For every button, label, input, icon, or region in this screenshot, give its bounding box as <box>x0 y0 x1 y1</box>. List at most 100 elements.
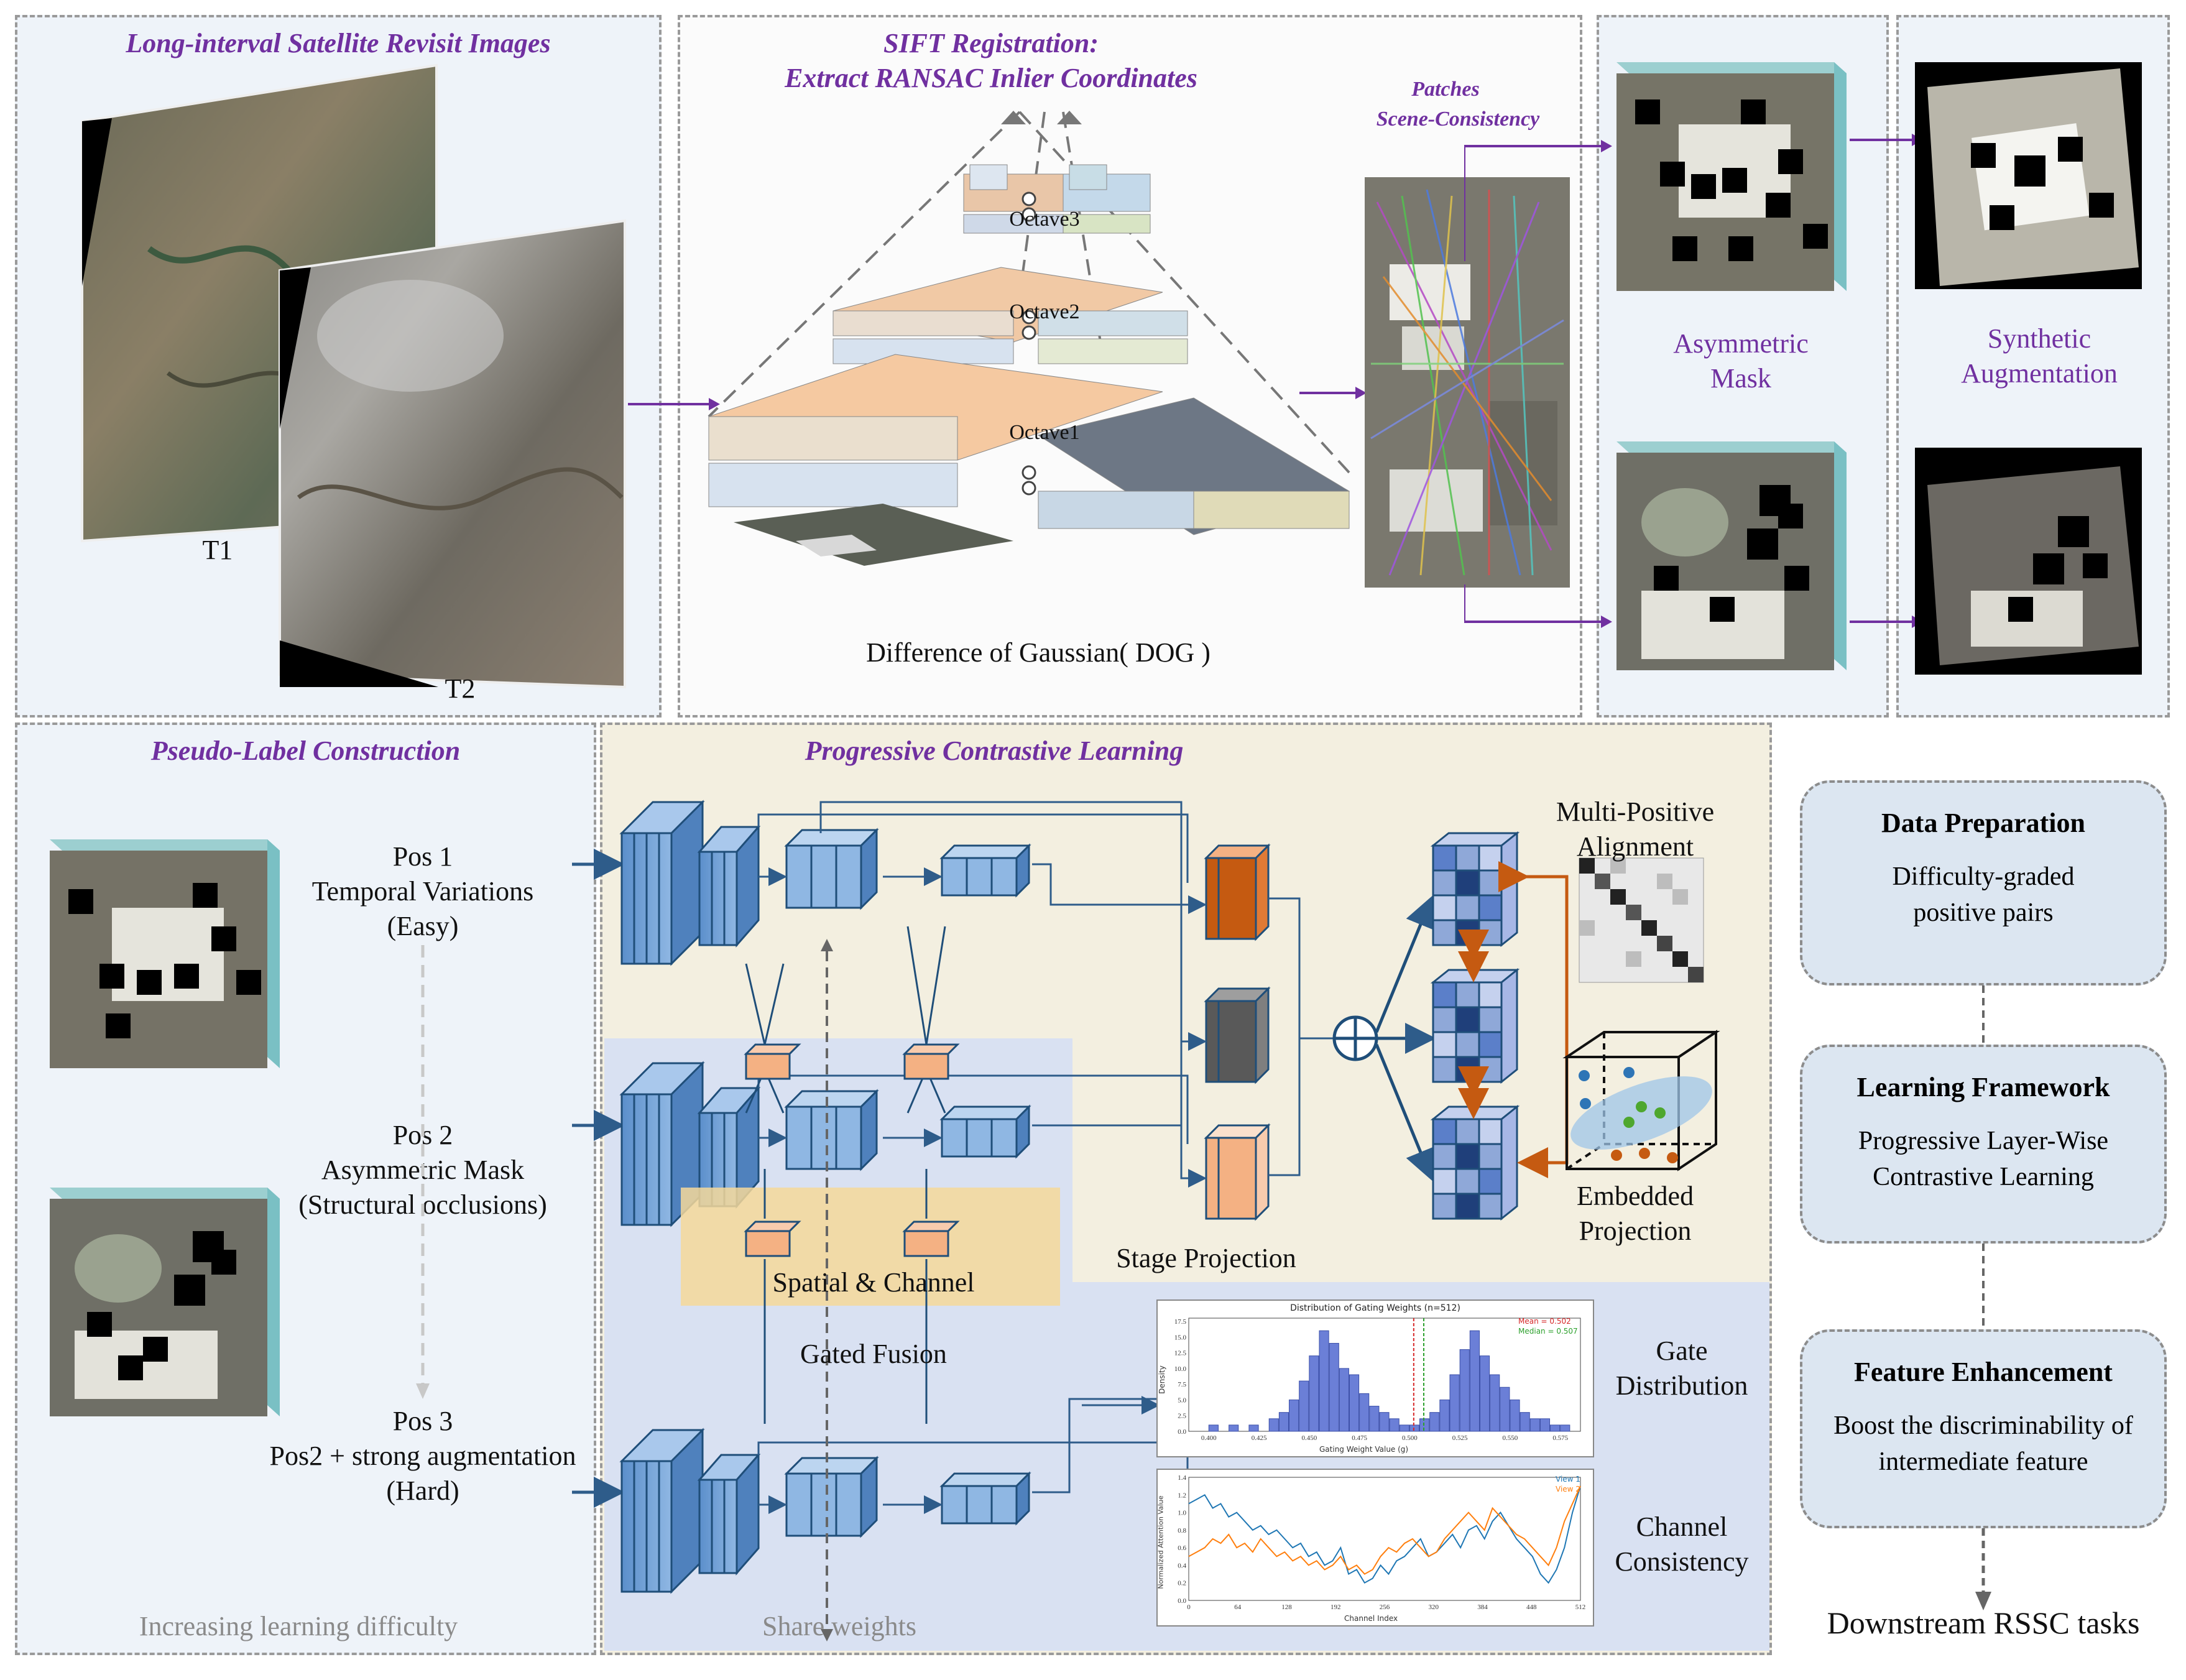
gate-bar <box>1539 1418 1551 1432</box>
octave2-label: Octave2 <box>1009 300 1080 323</box>
gate-bar <box>1490 1374 1500 1432</box>
learning-framework-title: Learning Framework <box>1856 1072 2110 1102</box>
gate-bar <box>1359 1393 1370 1432</box>
channel-ytick: 0.4 <box>1178 1562 1186 1569</box>
channel-ytick: 1.0 <box>1178 1510 1186 1517</box>
asymmetric-mask-label-line2: Mask <box>1710 363 1771 394</box>
channel-consistency-label-line1: Channel <box>1636 1512 1728 1542</box>
difficulty-footer: Increasing learning difficulty <box>139 1611 458 1641</box>
channel-ytick: 0.6 <box>1178 1544 1186 1552</box>
data-preparation-box: Data Preparation Difficulty-graded posit… <box>1800 780 2167 985</box>
channel-chart-ylabel: Normalized Attention Value <box>1156 1495 1165 1589</box>
gate-chart-title: Distribution of Gating Weights (n=512) <box>1290 1303 1460 1313</box>
feature-enhancement-body-line2: intermediate feature <box>1878 1447 2088 1476</box>
octave3-label: Octave3 <box>1009 208 1080 231</box>
channel-xtick: 448 <box>1526 1604 1537 1611</box>
gate-bar <box>1439 1399 1450 1432</box>
data-preparation-body-line1: Difficulty-graded <box>1892 862 2075 891</box>
gate-bar <box>1229 1424 1239 1432</box>
gate-xtick: 0.550 <box>1503 1434 1518 1442</box>
contrastive-network <box>572 800 1720 1641</box>
gated-fusion-label-line1: Spatial & Channel <box>772 1267 975 1298</box>
encoder-row <box>619 800 1189 966</box>
gate-bar <box>1560 1424 1570 1432</box>
gate-bar <box>1289 1399 1299 1432</box>
gated-fusion-label-line2: Gated Fusion <box>800 1339 947 1369</box>
synthetic-image-bottom <box>1915 448 2142 675</box>
octave1-blocks <box>708 354 1350 535</box>
t1-label: T1 <box>202 535 233 565</box>
gate-xtick: 0.400 <box>1201 1434 1217 1442</box>
satellite-image-stack <box>81 63 626 689</box>
similarity-matrix <box>1579 857 1704 983</box>
channel-ytick: 0.0 <box>1178 1597 1186 1605</box>
synthetic-image-top <box>1915 62 2142 289</box>
data-preparation-title: Data Preparation <box>1881 808 2085 838</box>
gate-bar <box>1529 1418 1540 1432</box>
gate-bar <box>1469 1330 1480 1432</box>
gate-xtick: 0.575 <box>1552 1434 1568 1442</box>
pos1-desc: Temporal Variations <box>311 876 534 907</box>
pos1-difficulty: (Easy) <box>387 911 459 941</box>
gate-xtick: 0.525 <box>1452 1434 1468 1442</box>
channel-ytick: 0.8 <box>1178 1527 1186 1535</box>
gate-chart-ylabel: Density <box>1157 1365 1166 1394</box>
arrow-to-patches <box>1299 387 1367 399</box>
gate-legend-median: Median = 0.507 <box>1518 1327 1578 1336</box>
gate-bar <box>1268 1418 1279 1432</box>
pos3-desc: Pos2 + strong augmentation <box>269 1441 576 1471</box>
gate-ytick: 2.5 <box>1178 1413 1186 1420</box>
gate-ytick: 7.5 <box>1178 1381 1186 1388</box>
gate-bar <box>1389 1418 1400 1432</box>
gate-bar <box>1429 1412 1440 1432</box>
dog-pyramid <box>708 111 1350 566</box>
stage-projection-label: Stage Projection <box>1116 1243 1296 1273</box>
gate-bar <box>1339 1368 1349 1432</box>
channel-xtick: 320 <box>1429 1604 1439 1611</box>
downstream-label: Downstream RSSC tasks <box>1827 1605 2140 1640</box>
gate-bar <box>1520 1412 1530 1432</box>
gate-bar <box>1409 1424 1420 1432</box>
gate-distribution-label-line1: Gate <box>1656 1336 1708 1366</box>
gate-bar <box>1248 1424 1259 1432</box>
channel-ytick: 0.2 <box>1178 1580 1186 1587</box>
patch-to-mask-arrows <box>1464 140 1612 628</box>
channel-xtick: 512 <box>1575 1604 1586 1611</box>
channel-xtick: 256 <box>1380 1604 1390 1611</box>
channel-legend-v2: View 2 <box>1556 1485 1580 1493</box>
gate-xtick: 0.425 <box>1252 1434 1267 1442</box>
mpa-label-line2: Alignment <box>1576 831 1694 862</box>
pipeline-connectors <box>1975 985 1991 1610</box>
gate-bar <box>1510 1399 1520 1432</box>
gate-bar <box>1550 1424 1561 1432</box>
arrow-to-sift <box>628 398 720 410</box>
gate-bar <box>1369 1406 1380 1432</box>
gate-bar <box>1299 1380 1309 1432</box>
gate-ytick: 0.0 <box>1178 1428 1186 1436</box>
stage-projection-blocks <box>1204 843 1271 1221</box>
share-weights-label: Share weights <box>762 1611 917 1641</box>
gate-bar <box>1379 1412 1390 1432</box>
learning-framework-body-line1: Progressive Layer-Wise <box>1858 1127 2109 1155</box>
patches-label-line2: Scene-Consistency <box>1376 108 1540 131</box>
gate-bar <box>1500 1387 1510 1432</box>
gate-bar <box>1449 1374 1460 1432</box>
feature-enhancement-body-line1: Boost the discriminability of <box>1833 1411 2133 1440</box>
gate-bar <box>1459 1349 1470 1432</box>
synthetic-label-line2: Augmentation <box>1961 358 2118 389</box>
embedded-label-line1: Embedded <box>1576 1181 1694 1211</box>
learning-framework-box: Learning Framework Progressive Layer-Wis… <box>1800 1045 2167 1244</box>
octave3-blocks <box>963 164 1151 234</box>
gate-xtick: 0.450 <box>1301 1434 1317 1442</box>
gate-bar <box>1479 1355 1490 1432</box>
gate-bar <box>1399 1424 1409 1432</box>
octave2-blocks <box>832 267 1188 364</box>
mpa-label-line1: Multi-Positive <box>1556 796 1715 827</box>
gate-ytick: 10.0 <box>1174 1365 1187 1373</box>
embedded-label-line2: Projection <box>1579 1216 1692 1246</box>
patches-image <box>1365 177 1570 588</box>
synthetic-label-line1: Synthetic <box>1987 323 2091 354</box>
